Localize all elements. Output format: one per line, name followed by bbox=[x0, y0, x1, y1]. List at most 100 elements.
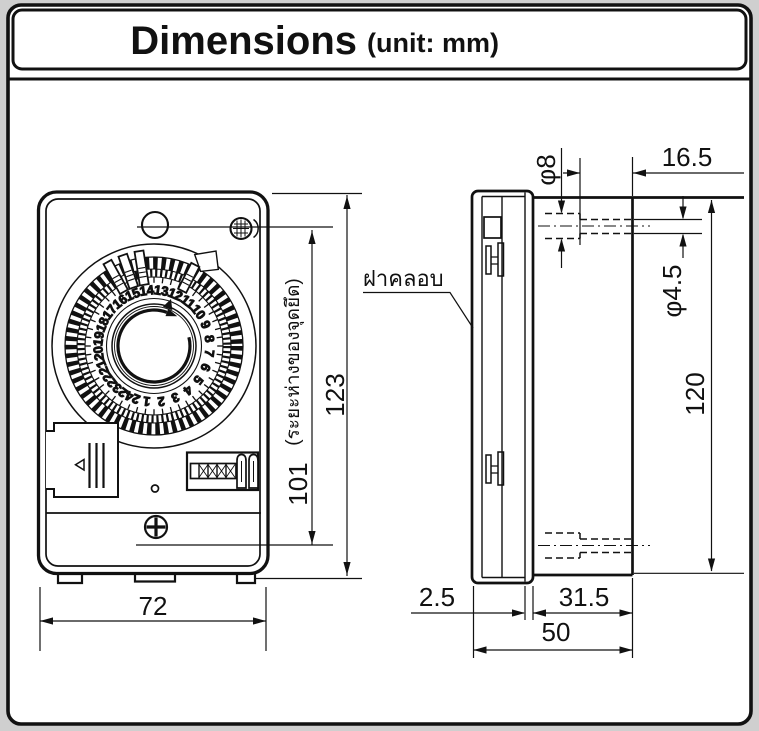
dial-knob bbox=[111, 303, 197, 389]
phillips-screw bbox=[143, 514, 169, 540]
dial-tick bbox=[212, 319, 218, 323]
dial-gear-teeth bbox=[65, 257, 243, 435]
dial-tick bbox=[86, 353, 92, 356]
side-view bbox=[470, 189, 744, 585]
time-pointer-icon bbox=[162, 299, 173, 311]
dial-number: 2 bbox=[157, 394, 166, 410]
dial-tick bbox=[198, 390, 203, 395]
dial-tick bbox=[169, 279, 173, 286]
dial-number: 13 bbox=[153, 282, 169, 299]
cover-clip-top bbox=[485, 242, 505, 277]
arrowhead-icon bbox=[707, 558, 716, 572]
lever-triangle-icon bbox=[74, 458, 85, 472]
arrowhead-icon bbox=[473, 646, 487, 654]
title-box bbox=[11, 8, 748, 71]
arrowhead-icon bbox=[557, 200, 566, 214]
dim-label-120: 120 bbox=[680, 372, 710, 415]
dial-tick bbox=[161, 278, 164, 284]
dial-tick bbox=[214, 361, 221, 365]
rotation-arrow bbox=[116, 308, 192, 384]
dial-tick bbox=[105, 390, 110, 395]
dim-label-72: 72 bbox=[139, 591, 168, 621]
terminal-block bbox=[185, 451, 260, 492]
dial-number: 15 bbox=[123, 285, 142, 304]
dim-span-120 bbox=[634, 200, 744, 574]
arrowhead-icon bbox=[308, 231, 316, 244]
dim-label-31-5: 31.5 bbox=[559, 582, 610, 612]
dial-tick bbox=[203, 383, 209, 389]
cover-leader-line bbox=[363, 291, 474, 329]
dim-label-phi4-5: φ4.5 bbox=[657, 264, 687, 317]
dial-rider-tab bbox=[133, 249, 150, 287]
dial-tick bbox=[198, 297, 203, 302]
dial-number: 24 bbox=[122, 388, 142, 408]
page-title: Dimensions bbox=[130, 19, 357, 63]
arrowhead-icon bbox=[619, 609, 633, 617]
dim-label-50: 50 bbox=[542, 617, 571, 647]
dial-number: 19 bbox=[90, 331, 107, 347]
dial-tick bbox=[86, 336, 92, 339]
arrowhead-icon bbox=[343, 562, 351, 575]
dial-tick bbox=[191, 395, 197, 401]
small-hole bbox=[150, 484, 160, 493]
dial-tick bbox=[216, 353, 222, 356]
dim-width-72 bbox=[39, 587, 267, 651]
dial-number: 20 bbox=[90, 345, 107, 361]
dim-label-123: 123 bbox=[320, 373, 350, 416]
dim-label-phi8: φ8 bbox=[531, 154, 561, 185]
dial-serration bbox=[77, 269, 231, 423]
cover-label: ฝาคลอบ bbox=[363, 266, 444, 291]
lever-grip-lines bbox=[88, 443, 105, 488]
dim-label-101: 101 bbox=[283, 462, 313, 505]
dim-label-16-5: 16.5 bbox=[662, 142, 713, 172]
arrowhead-icon bbox=[533, 609, 546, 617]
dial-tick bbox=[87, 327, 94, 331]
keyhole-slot-bottom bbox=[538, 532, 650, 559]
dial-tick bbox=[135, 406, 139, 413]
arrowhead-icon bbox=[253, 617, 266, 625]
arrowhead-icon bbox=[567, 169, 580, 177]
dial-tick bbox=[99, 303, 105, 309]
dial-rider-tab bbox=[176, 261, 201, 295]
dial-tick bbox=[212, 369, 218, 373]
mounting-note-label: (ระยะห่างของจุดยึด) bbox=[283, 278, 305, 446]
dial-tick bbox=[185, 400, 189, 406]
dial-number: 7 bbox=[202, 349, 218, 358]
cover-clip-bottom bbox=[485, 451, 505, 486]
dial-tick bbox=[203, 303, 209, 309]
dial-tick bbox=[144, 408, 147, 414]
dial-tick bbox=[161, 408, 164, 414]
dial-tick bbox=[216, 336, 222, 339]
arrowhead-icon bbox=[707, 200, 716, 213]
arrowhead-icon bbox=[633, 169, 646, 177]
dial-tick bbox=[105, 297, 110, 302]
rotation-arrowhead bbox=[165, 308, 178, 317]
dial-number: 18 bbox=[93, 315, 112, 334]
arrowhead-icon bbox=[679, 206, 687, 220]
arrowhead-icon bbox=[343, 196, 351, 209]
dial-tick bbox=[99, 383, 105, 389]
dial-number: 21 bbox=[93, 358, 112, 377]
dial-number: 14 bbox=[139, 282, 156, 299]
dial-tick bbox=[119, 400, 123, 406]
arrowhead-icon bbox=[619, 646, 633, 654]
dial-tick bbox=[90, 319, 96, 323]
dial-rider-tab bbox=[117, 252, 140, 290]
arrowhead-icon bbox=[679, 233, 687, 247]
dial-number: 12 bbox=[166, 285, 185, 304]
dial-tick bbox=[111, 291, 117, 297]
dial-tick bbox=[169, 406, 173, 413]
dial-tick bbox=[177, 404, 181, 410]
dial-tick bbox=[87, 361, 94, 365]
page-title-unit: (unit: mm) bbox=[367, 28, 499, 58]
knurled-screw bbox=[229, 216, 259, 241]
dial-tick bbox=[214, 327, 221, 331]
arrowhead-icon bbox=[512, 609, 525, 617]
arrowhead-icon bbox=[557, 238, 566, 252]
top-mounting-hole bbox=[140, 210, 170, 240]
dial-number: 1 bbox=[142, 394, 151, 410]
